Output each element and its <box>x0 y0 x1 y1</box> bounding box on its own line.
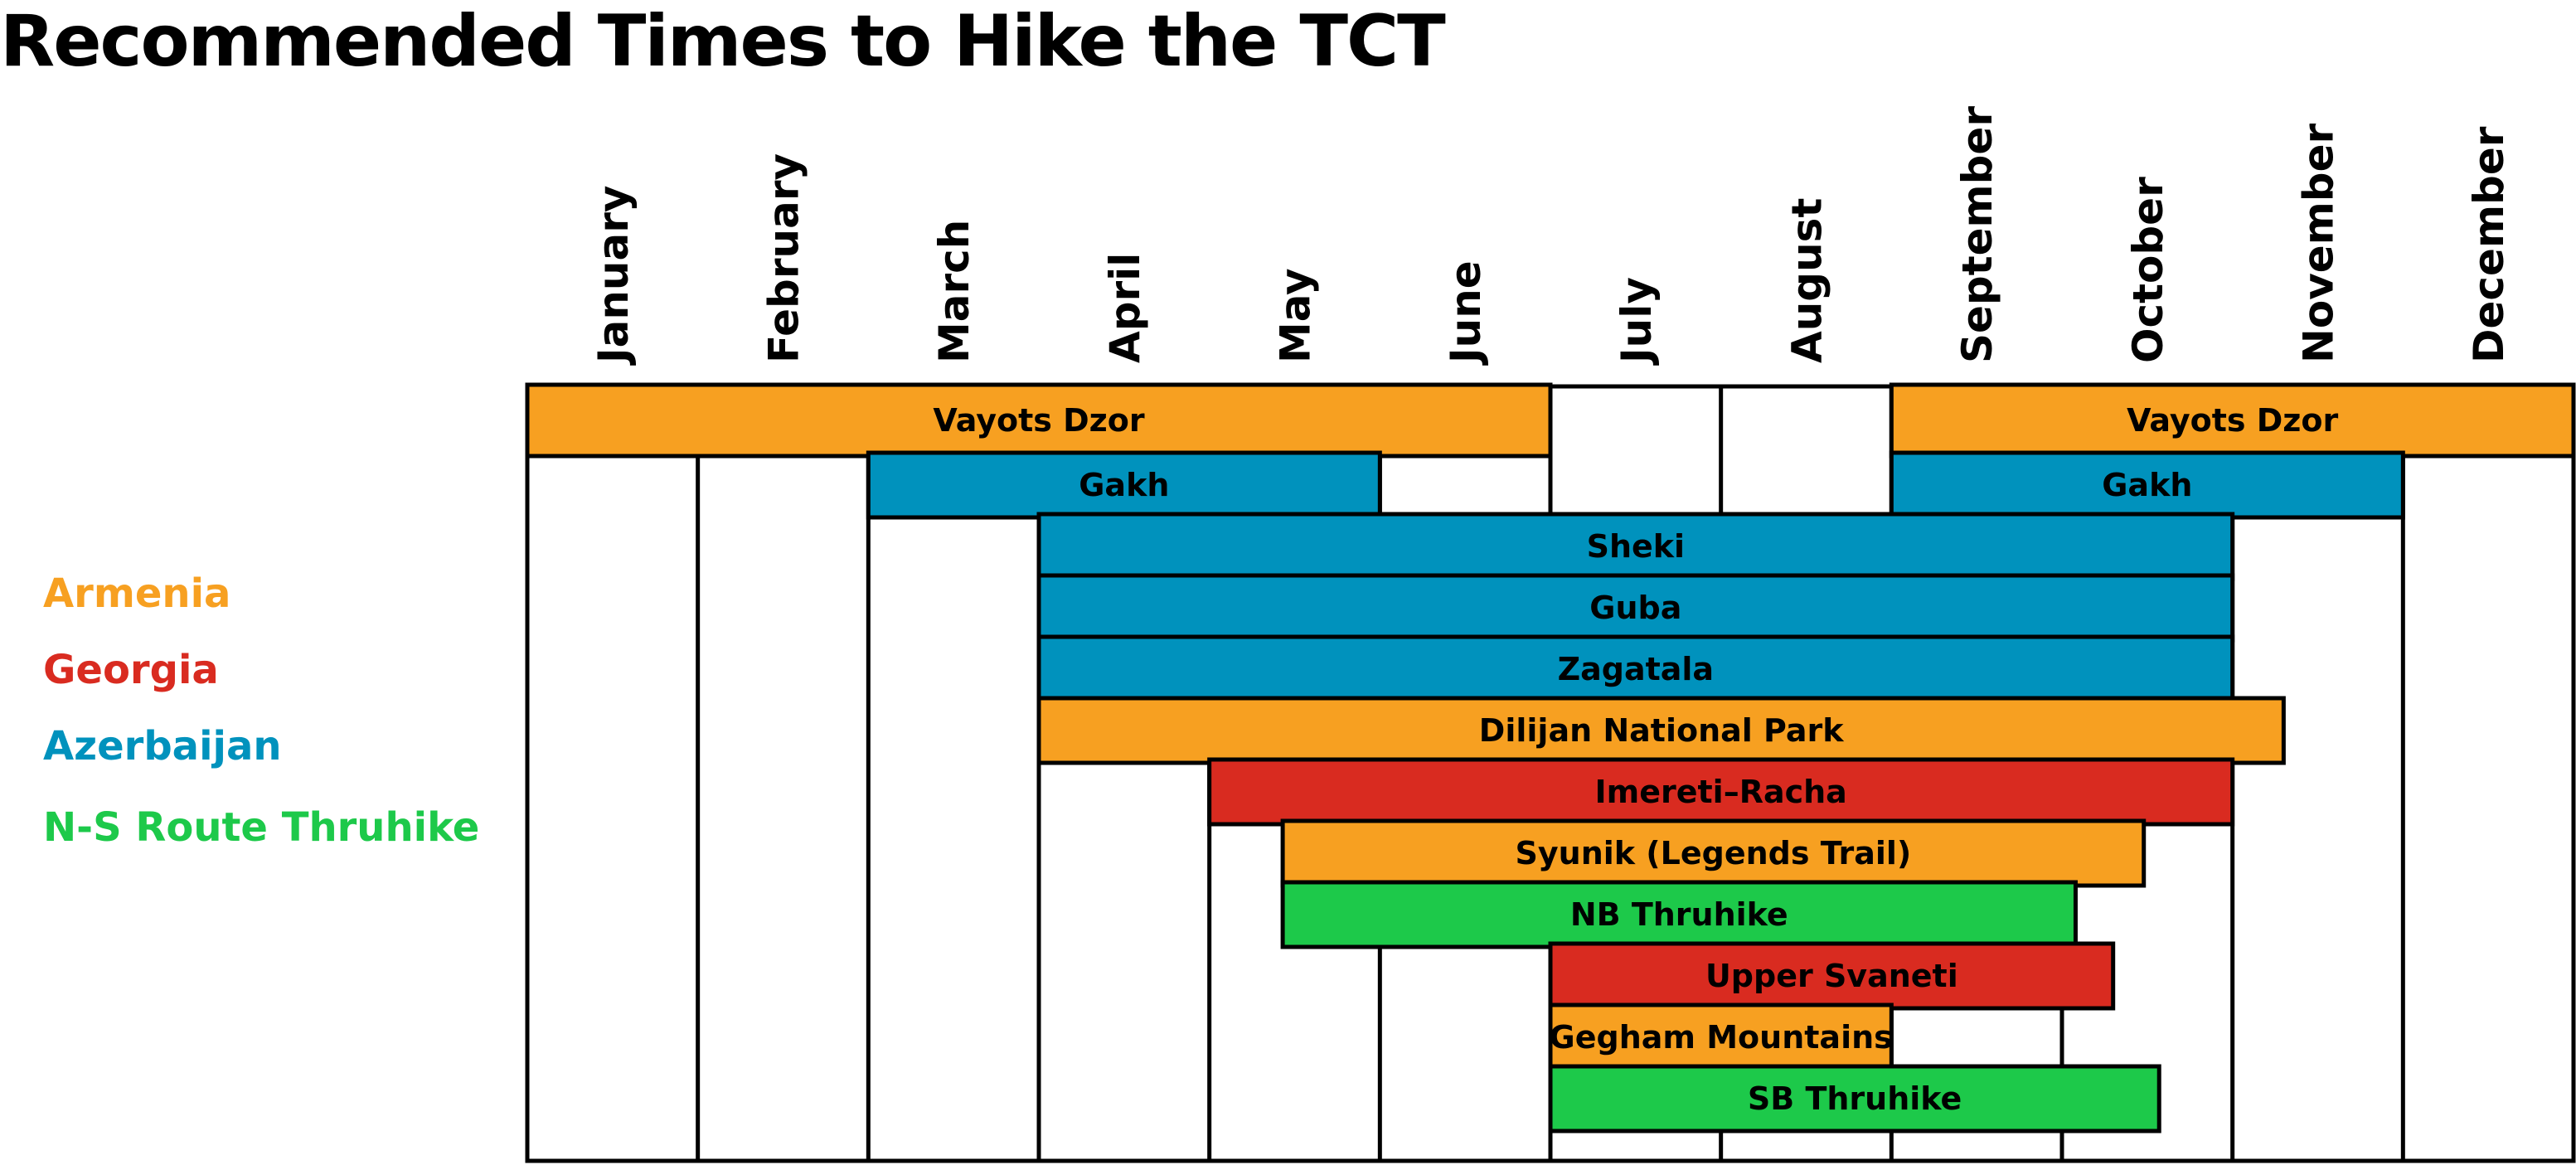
bar-label: Vayots Dzor <box>2127 402 2338 439</box>
bar <box>1036 512 2235 581</box>
month-label: August <box>1783 198 1831 363</box>
month-label: March <box>930 220 978 363</box>
month-label: June <box>1442 260 1490 366</box>
bar <box>1280 880 2078 949</box>
bar-label: Vayots Dzor <box>933 402 1144 439</box>
bar-label: Upper Svaneti <box>1705 958 1958 994</box>
month-label: January <box>589 185 638 366</box>
bar-label: NB Thruhike <box>1570 896 1788 933</box>
month-label: November <box>2295 123 2343 363</box>
bar-label: Gakh <box>1079 467 1169 503</box>
legend-item: Azerbaijan <box>43 723 282 769</box>
legend-item: Armenia <box>43 570 230 617</box>
bar-label: Sheki <box>1587 528 1686 565</box>
month-label: December <box>2465 126 2513 363</box>
month-label: September <box>1953 106 2001 363</box>
bar <box>1889 382 2576 459</box>
month-labels: January February March April May June July Augu… <box>589 106 2513 366</box>
bar-label: Guba <box>1589 590 1681 626</box>
bar <box>1207 757 2235 827</box>
bar-label: Syunik (Legends Trail) <box>1516 835 1912 871</box>
bar <box>1548 1002 1894 1072</box>
bar <box>1036 696 2286 765</box>
month-label: July <box>1613 277 1661 366</box>
legend-item: N-S Route Thruhike <box>43 804 479 851</box>
bar <box>1036 573 2235 643</box>
bar-label: Zagatala <box>1558 651 1715 687</box>
bar-label: Gakh <box>2102 467 2192 503</box>
month-label: April <box>1101 253 1149 363</box>
month-label: October <box>2124 177 2172 363</box>
bar-label: Dilijan National Park <box>1479 712 1844 749</box>
month-label: February <box>760 153 808 363</box>
bar <box>1036 634 2235 704</box>
bar <box>1280 818 2147 888</box>
bar-label: SB Thruhike <box>1748 1080 1962 1117</box>
month-label: May <box>1272 268 1320 363</box>
bar <box>525 382 1553 459</box>
chart-title: Recommended Times to Hike the TCT <box>0 0 1446 83</box>
bar <box>1548 1064 2161 1133</box>
bar-label: Imereti–Racha <box>1594 774 1846 810</box>
bar <box>866 450 1382 520</box>
bar-label: Gegham Mountains <box>1550 1019 1893 1056</box>
legend-item: Georgia <box>43 647 219 693</box>
